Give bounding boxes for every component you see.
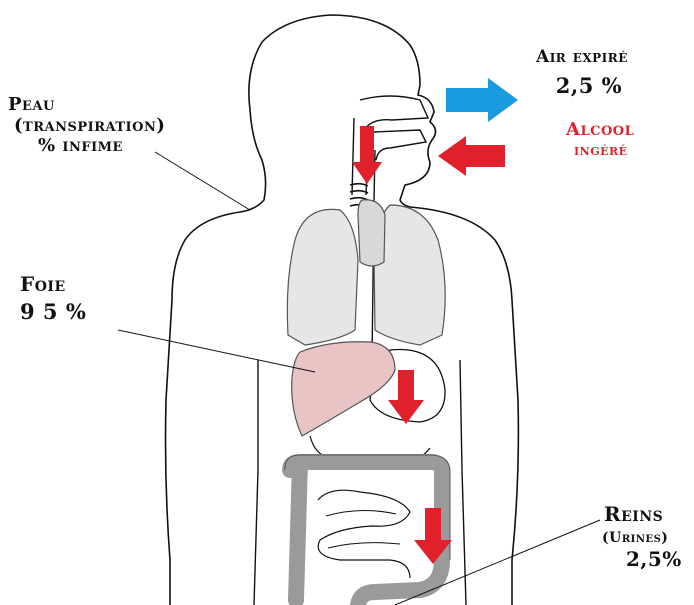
alcool-ingere-label: Alcool ingéré: [566, 120, 634, 159]
exhale-arrow: [446, 78, 518, 122]
right-arm-inner: [460, 360, 466, 605]
nasal-cavity: [360, 96, 428, 130]
peau-value: % infime: [38, 136, 165, 157]
liver: [292, 342, 395, 436]
peau-leader-line: [155, 152, 250, 210]
small-intestine-inner: [326, 510, 400, 548]
air-expire-value: 2,5 %: [550, 74, 628, 98]
alcool-line1: Alcool: [566, 120, 634, 141]
peau-label: Peau (transpiration) % infime: [8, 95, 165, 157]
peau-detail: (transpiration): [14, 116, 165, 137]
air-expire-label: Air expiré 2,5 %: [536, 48, 628, 98]
reins-label: Reins (Urines) 2,5%: [604, 503, 682, 571]
reins-title: Reins: [604, 503, 682, 526]
peau-title: Peau: [8, 95, 165, 116]
reins-detail: (Urines): [602, 530, 682, 546]
reins-value: 2,5%: [626, 548, 682, 571]
foie-leader-line: [118, 330, 315, 372]
oral-cavity: [374, 130, 426, 160]
foie-value: 9 5 %: [20, 300, 86, 324]
small-intestine: [318, 490, 410, 578]
left-lung: [287, 209, 358, 345]
large-intestine: [290, 462, 442, 605]
alcool-line2: ingéré: [574, 141, 634, 159]
foie-label: Foie 9 5 %: [20, 273, 86, 324]
alcohol-intake-arrow: [438, 136, 505, 176]
foie-title: Foie: [20, 273, 86, 296]
heart: [358, 200, 385, 266]
air-expire-title: Air expiré: [536, 48, 628, 68]
left-arm-inner: [254, 360, 258, 605]
